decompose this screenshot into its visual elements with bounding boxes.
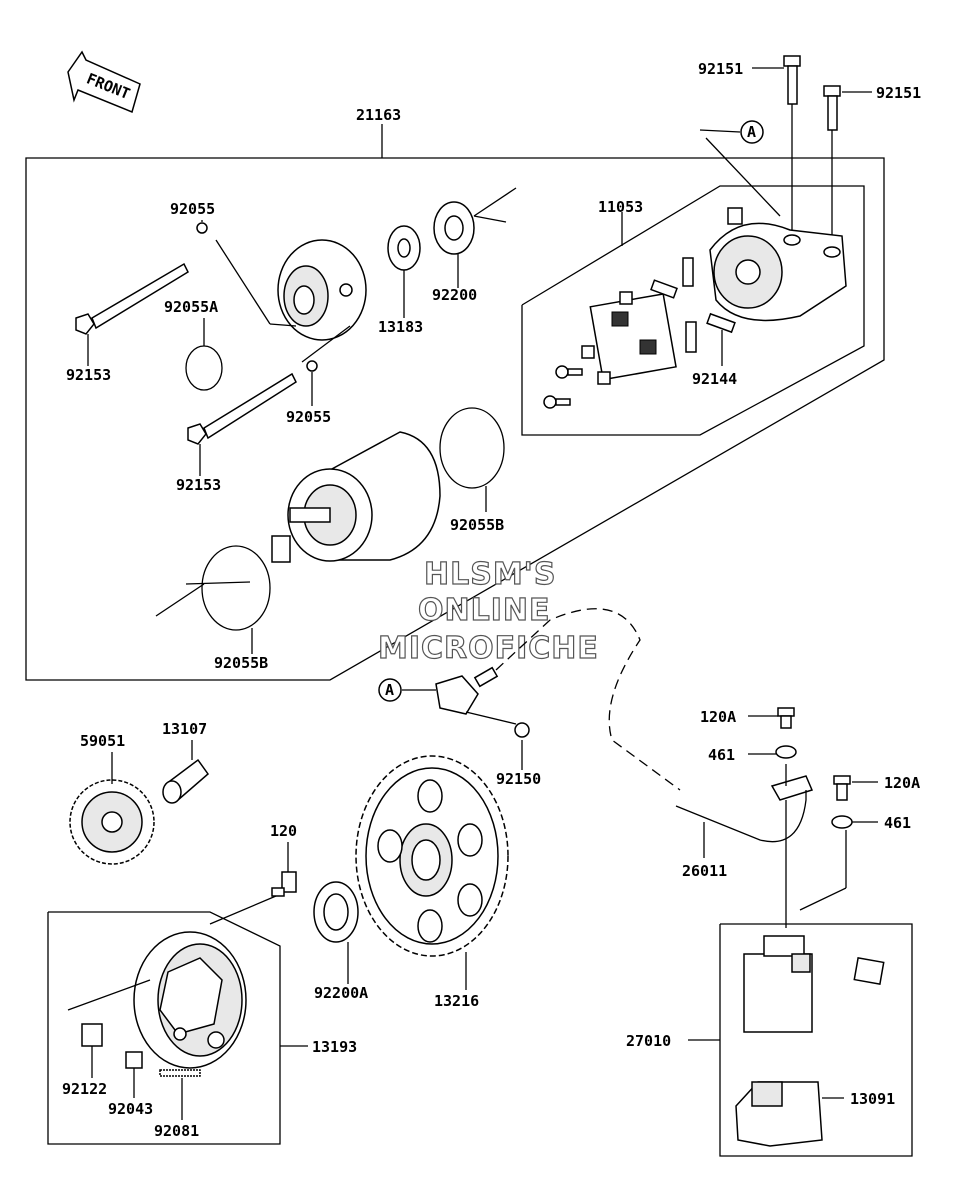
part-label-92043: 92043 (108, 1100, 153, 1118)
part-label-92055-top: 92055 (170, 200, 215, 218)
bolt-120A-top-icon (777, 707, 795, 729)
part-label-92144: 92144 (692, 370, 737, 388)
bolt-92153-top-icon (75, 262, 189, 335)
ref-marker-a-top-label: A (747, 123, 756, 141)
starter-relay-icon (743, 935, 813, 1033)
part-label-92055A: 92055A (164, 298, 218, 316)
relay-frame (719, 923, 913, 1157)
fuse-icon (853, 957, 885, 985)
washer-461-top-icon (775, 745, 797, 759)
front-arrow-icon: FRONT (67, 50, 141, 114)
oring-92055A-icon (185, 345, 223, 391)
cable-dashed (495, 608, 681, 791)
spring-92081-icon (159, 1069, 201, 1077)
part-label-461-top: 461 (708, 746, 735, 764)
washer-461-right-icon (831, 815, 853, 829)
oring-92055B-right-icon (439, 407, 505, 489)
part-label-92153-bottom: 92153 (176, 476, 221, 494)
bolt-92151-left-icon (783, 55, 801, 232)
part-label-92122: 92122 (62, 1080, 107, 1098)
part-label-13091: 13091 (850, 1090, 895, 1108)
part-label-13183: 13183 (378, 318, 423, 336)
part-label-92151-b: 92151 (876, 84, 921, 102)
ref-marker-a-lower-label: A (385, 681, 394, 699)
speed-sensor-icon (435, 666, 530, 738)
bolt-120-icon (271, 871, 297, 897)
shaft-13107-icon (162, 758, 210, 804)
part-label-26011: 26011 (682, 862, 727, 880)
part-label-92200A: 92200A (314, 984, 368, 1002)
part-label-13216: 13216 (434, 992, 479, 1010)
front-cover-icon (277, 239, 367, 341)
one-way-clutch-icon (133, 931, 247, 1069)
washer-92200A-icon (313, 881, 359, 943)
idle-gear-59051-icon (69, 779, 155, 865)
bolt-92151-right-icon (823, 85, 841, 250)
oring-92055B-left-icon (201, 545, 271, 631)
part-label-21163: 21163 (356, 106, 401, 124)
bolt-92153-bottom-icon (187, 372, 297, 445)
part-label-27010: 27010 (626, 1032, 671, 1050)
wire-harness-26011-icon (675, 790, 807, 843)
part-label-120: 120 (270, 822, 297, 840)
part-label-92200: 92200 (432, 286, 477, 304)
oring-92055-top-icon (196, 222, 208, 234)
part-label-92153-top: 92153 (66, 366, 111, 384)
watermark-line-1: HLSM'S (424, 557, 556, 592)
brush-holder-frame (521, 185, 865, 436)
starter-clutch-frame (47, 911, 281, 1145)
screw-icon (543, 365, 583, 409)
bracket-icon (770, 775, 814, 801)
roller-92122-icon (81, 1023, 103, 1047)
part-label-461-right: 461 (884, 814, 911, 832)
relay-cover-13091-icon (735, 1081, 823, 1147)
part-label-92055B-left: 92055B (214, 654, 268, 672)
part-label-92081: 92081 (154, 1122, 199, 1140)
part-label-13193: 13193 (312, 1038, 357, 1056)
motor-yoke-icon (271, 431, 441, 563)
part-label-13107: 13107 (162, 720, 207, 738)
washer-92200-icon (433, 201, 475, 255)
starter-frame (25, 157, 885, 681)
ref-marker-a-lower (378, 678, 402, 702)
watermark-line-2: ONLINE (418, 593, 551, 628)
part-label-92055B-right: 92055B (450, 516, 504, 534)
part-label-120A-right: 120A (884, 774, 920, 792)
part-label-92150: 92150 (496, 770, 541, 788)
part-label-120A-top: 120A (700, 708, 736, 726)
part-label-11053: 11053 (598, 198, 643, 216)
end-cover-icon (709, 207, 847, 322)
pin-92043-icon (125, 1051, 143, 1069)
part-label-92151-a: 92151 (698, 60, 743, 78)
ref-marker-a-top (740, 120, 764, 144)
oring-92055-mid-icon (306, 360, 318, 372)
spring-92144-icon (650, 257, 736, 353)
watermark-line-3: MICROFICHE (378, 631, 599, 666)
starter-clutch-gear-13216-icon (355, 755, 509, 957)
brush-holder-icon (581, 291, 677, 385)
part-label-92055-mid: 92055 (286, 408, 331, 426)
part-label-59051: 59051 (80, 732, 125, 750)
lock-washer-13183-icon (387, 225, 421, 271)
bolt-120A-right-icon (833, 775, 851, 801)
